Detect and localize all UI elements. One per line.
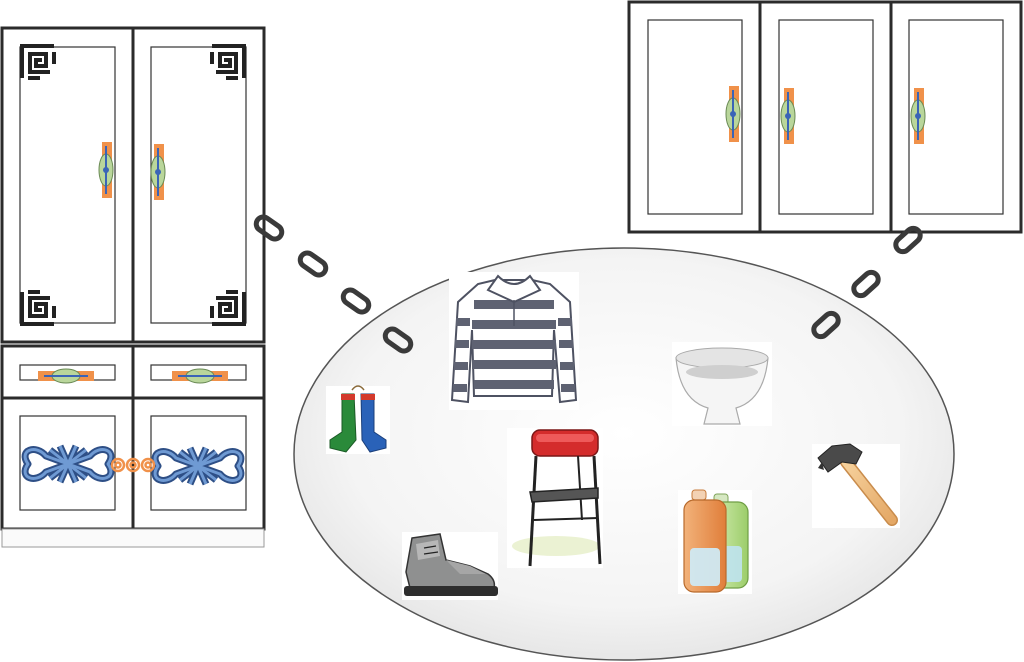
left-upper-door-2[interactable] <box>151 44 246 326</box>
striped-shirt-icon[interactable] <box>449 272 579 410</box>
left-lower-door-1[interactable] <box>20 416 115 510</box>
tall-wardrobe-left <box>2 28 264 547</box>
hammer-icon[interactable] <box>812 444 900 528</box>
left-lower-door-2[interactable] <box>151 416 246 510</box>
left-upper-door-1[interactable] <box>20 44 115 326</box>
chain-link-icon <box>298 250 329 278</box>
hiking-boot-icon[interactable] <box>402 532 498 600</box>
drawer-knob-icon <box>172 369 228 383</box>
right-door-3[interactable] <box>909 20 1003 214</box>
folding-chair-icon[interactable] <box>507 428 603 568</box>
drawer-knob-icon <box>38 369 94 383</box>
bowl-icon[interactable] <box>672 342 772 426</box>
right-door-1[interactable] <box>648 20 742 214</box>
socks-icon[interactable] <box>326 386 390 454</box>
wall-cabinet-right <box>629 2 1021 232</box>
chain-link-icon <box>851 269 881 298</box>
right-door-2[interactable] <box>779 20 873 214</box>
chain-link-icon <box>341 287 372 315</box>
left-drawer-1[interactable] <box>20 365 115 383</box>
bottles-icon[interactable] <box>678 490 752 594</box>
left-drawer-2[interactable] <box>151 365 246 383</box>
